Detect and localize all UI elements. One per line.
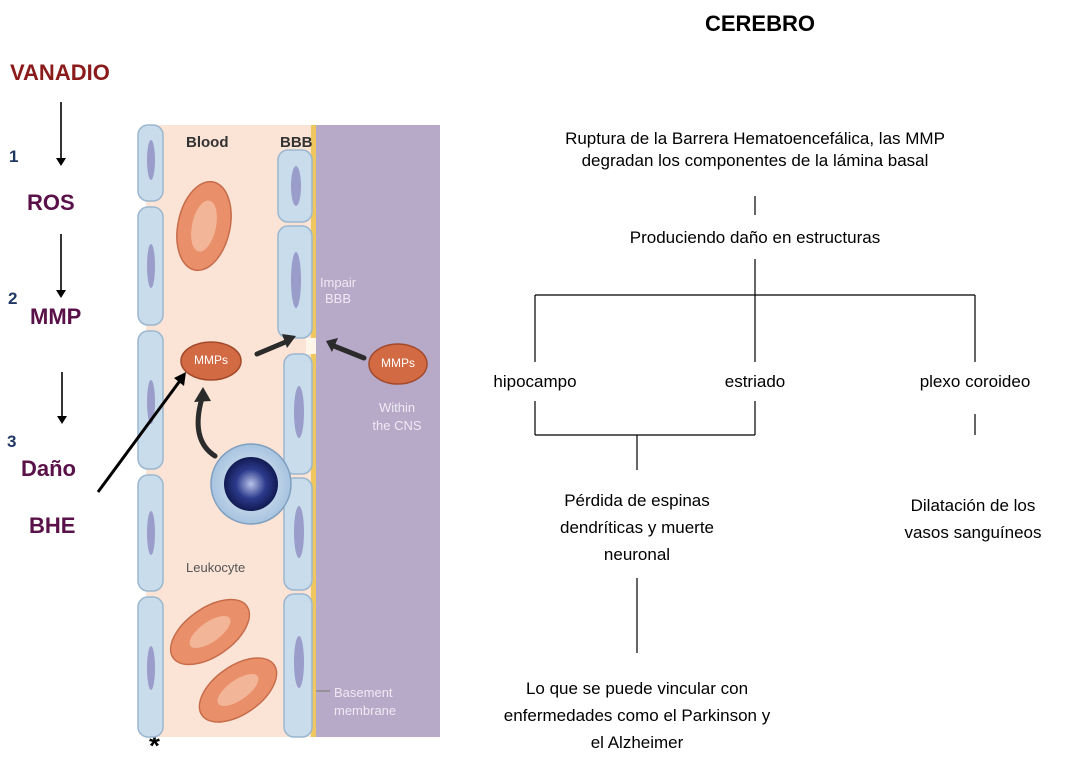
conclusion-line2: enfermedades como el Parkinson y: [503, 706, 771, 725]
step-dano-label: Daño: [21, 456, 76, 481]
vanadio-label: VANADIO: [10, 60, 110, 85]
step-number-3: 3: [7, 432, 17, 451]
step-mmp-label: MMP: [30, 304, 82, 329]
root-node-line1: Ruptura de la Barrera Hematoencefálica, …: [565, 129, 945, 148]
within-label: Within: [378, 400, 416, 415]
conclusion-line1: Lo que se puede vincular con: [525, 679, 749, 698]
within-cns-label: Within the CNS: [358, 399, 436, 435]
impair-label-line1: Impair: [319, 275, 357, 290]
effect-neuronal-line1: Pérdida de espinas: [564, 491, 710, 510]
cns-region: [314, 125, 440, 737]
conclusion-node: Lo que se puede vincular con enfermedade…: [462, 675, 812, 756]
impair-label-line2: BBB: [324, 291, 351, 306]
bbb-label: BBB: [280, 134, 313, 151]
conclusion-line3: el Alzheimer: [590, 733, 684, 752]
bhe-label: BHE: [29, 513, 76, 538]
effect-vascular-node: Dilatación de los vasos sanguíneos: [858, 492, 1066, 546]
step-number-2: 2: [8, 289, 18, 308]
tree-connectors: [534, 196, 976, 653]
blood-label: Blood: [186, 134, 229, 151]
step-ros-label: ROS: [27, 190, 75, 215]
effect-neuronal-node: Pérdida de espinas dendríticas y muerte …: [512, 487, 762, 568]
level2-node: Produciendo daño en estructuras: [629, 228, 881, 247]
mmps-label-right: MMPs: [381, 356, 415, 370]
mmps-blob-left: [180, 341, 242, 381]
step-number-1: 1: [9, 147, 19, 166]
mmps-blob-right: [368, 343, 428, 385]
branch-hipocampo: hipocampo: [493, 372, 577, 391]
root-node: Ruptura de la Barrera Hematoencefálica, …: [425, 128, 1066, 172]
membrane-label: membrane: [334, 703, 397, 718]
effect-neuronal-line3: neuronal: [603, 545, 671, 564]
mmps-label-left: MMPs: [194, 353, 228, 367]
basement-membrane-label: Basement membrane: [334, 684, 396, 720]
leukocyte-nucleus: [224, 457, 278, 511]
basement-membrane: [311, 125, 316, 737]
branch-estriado: estriado: [724, 372, 786, 391]
leukocyte-label: Leukocyte: [186, 560, 246, 575]
footnote-asterisk: *: [149, 730, 160, 761]
branch-plexo-coroideo: plexo coroideo: [919, 372, 1031, 391]
cerebro-title: CEREBRO: [704, 11, 815, 36]
cns-label: the CNS: [372, 418, 422, 433]
effect-vascular-line2: vasos sanguíneos: [904, 523, 1042, 542]
root-node-line2: degradan los componentes de la lámina ba…: [581, 151, 929, 170]
effect-neuronal-line2: dendríticas y muerte: [559, 518, 714, 537]
effect-vascular-line1: Dilatación de los: [910, 496, 1036, 515]
basement-label: Basement: [334, 685, 393, 700]
impair-label: Impair BBB: [318, 275, 358, 307]
